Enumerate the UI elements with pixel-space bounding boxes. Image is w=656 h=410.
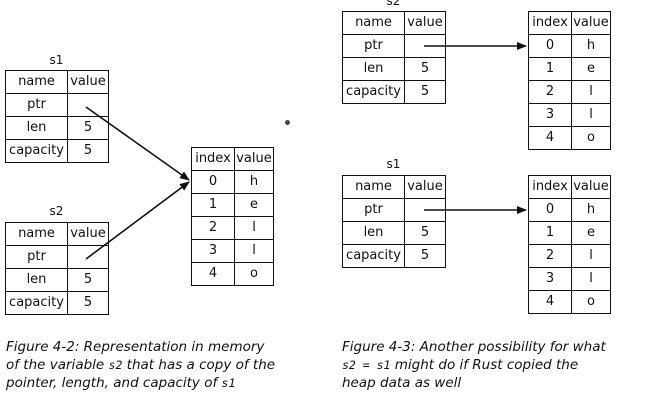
fig43-caption: Figure 4-3: Another possibility for what… (342, 338, 606, 392)
field-capacity: capacity (5, 139, 68, 163)
caption-line: s2 = s1 might do if Rust copied the (342, 356, 606, 374)
field-ptr: ptr (342, 198, 405, 222)
fig42-s1-ptr-arrow (85, 106, 190, 181)
field-len: len (342, 221, 405, 245)
caption-line: of the variable s2 that has a copy of th… (6, 356, 275, 374)
caption-line: Figure 4-3: Another possibility for what (342, 339, 606, 355)
header-value: value (67, 70, 109, 94)
field-len: len (342, 57, 405, 81)
field-len: len (5, 268, 68, 292)
fig43-s2-label: s2 (386, 0, 401, 8)
field-capacity: capacity (342, 80, 405, 104)
caption-text: that has a copy of the (122, 357, 276, 373)
caption-text: pointer, length, and capacity of (6, 375, 222, 391)
heap-index: 3 (528, 103, 572, 127)
heap-value: o (571, 290, 611, 314)
heap-value: o (571, 126, 611, 150)
heap-value: h (571, 34, 611, 58)
fig42-s2-ptr-arrow (85, 181, 190, 260)
fig42-s2-label: s2 (49, 204, 64, 218)
caption-text: might do if Rust copied the (390, 357, 579, 373)
value-len: 5 (404, 57, 446, 81)
heap-index: 0 (528, 198, 572, 222)
caption-line: heap data as well (342, 375, 462, 391)
fig43-s1-label: s1 (386, 157, 401, 171)
heap-value: h (571, 198, 611, 222)
header-value: value (404, 11, 446, 35)
fig42-s1-label: s1 (49, 53, 64, 67)
heap-index: 1 (528, 57, 572, 81)
header-name: name (5, 222, 68, 246)
value-capacity: 5 (67, 139, 109, 163)
heap-index: 1 (191, 193, 235, 217)
heap-value: e (571, 57, 611, 81)
field-capacity: capacity (342, 244, 405, 268)
heap-value: o (234, 262, 274, 286)
field-ptr: ptr (342, 34, 405, 58)
stray-dot (285, 120, 290, 125)
value-capacity: 5 (67, 291, 109, 315)
caption-line: Figure 4-2: Representation in memory (6, 339, 265, 355)
heap-value: e (571, 221, 611, 245)
header-name: name (342, 11, 405, 35)
caption-code: s2 = s1 (342, 358, 391, 372)
heap-index: 2 (528, 80, 572, 104)
heap-value: l (234, 216, 274, 240)
heap-index: 4 (528, 126, 572, 150)
caption-line: pointer, length, and capacity of s1 (6, 374, 275, 392)
value-len: 5 (67, 116, 109, 140)
caption-code: s1 (221, 376, 236, 390)
value-ptr (67, 93, 109, 117)
header-index: index (528, 11, 572, 35)
caption-text: of the variable (6, 357, 109, 373)
value-capacity: 5 (404, 80, 446, 104)
heap-value: l (571, 103, 611, 127)
caption-code: s2 (108, 358, 123, 372)
field-capacity: capacity (5, 291, 68, 315)
heap-index: 1 (528, 221, 572, 245)
header-value: value (404, 175, 446, 199)
fig42-caption: Figure 4-2: Representation in memory of … (6, 338, 275, 392)
value-capacity: 5 (404, 244, 446, 268)
field-len: len (5, 116, 68, 140)
heap-index: 4 (191, 262, 235, 286)
heap-index: 2 (191, 216, 235, 240)
heap-value: l (571, 80, 611, 104)
field-ptr: ptr (5, 245, 68, 269)
